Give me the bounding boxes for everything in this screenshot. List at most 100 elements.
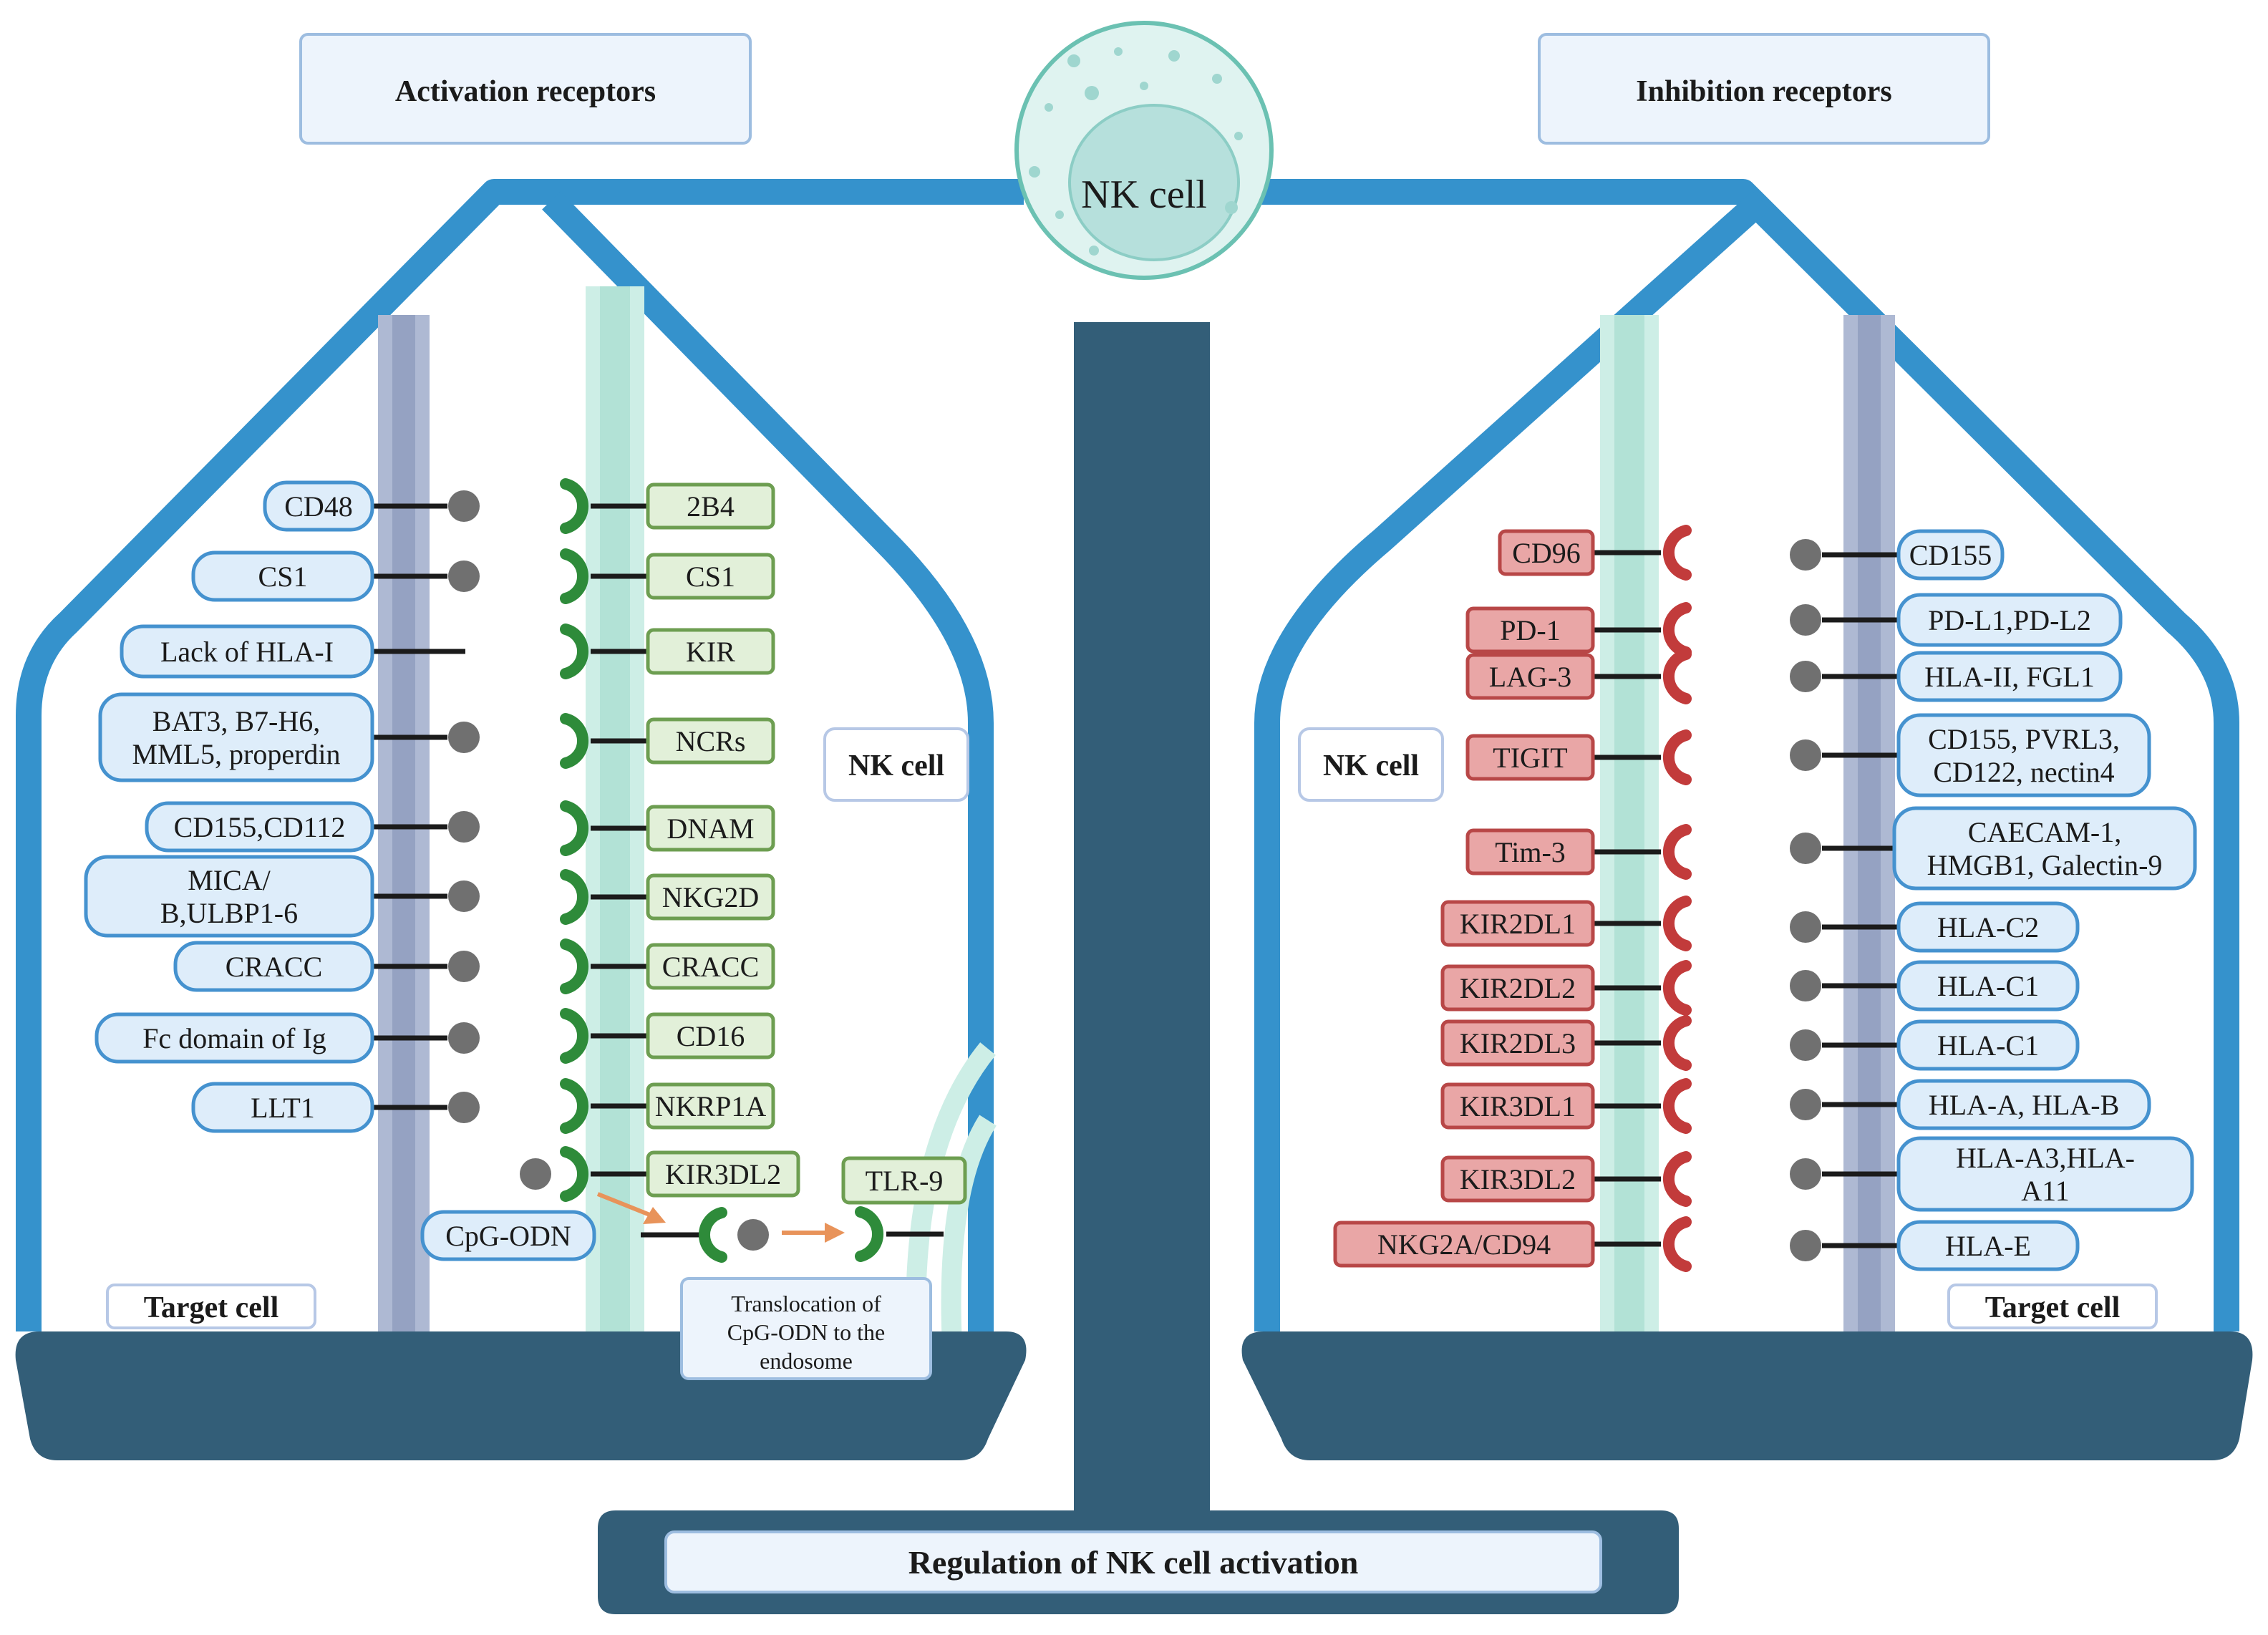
right-ligand-dot: [1790, 833, 1821, 864]
right-ligand-label: PD-L1,PD-L2: [1928, 604, 2091, 636]
right-receptor-box: [1333, 1221, 1595, 1268]
left-receptor-box: [646, 1012, 775, 1059]
right-ligand-label: HLA-C1: [1937, 970, 2039, 1002]
right-ligand-label: HLA-II, FGL1: [1924, 661, 2095, 693]
right-ligand-box: [1896, 593, 2123, 647]
left-ligand: CD48: [263, 480, 480, 532]
left-receptor-cup: [560, 1146, 589, 1202]
left-receptor-label: KIR3DL2: [665, 1158, 781, 1190]
right-receptor-cup: [1662, 729, 1692, 785]
left-receptor-box: [646, 553, 775, 600]
left-receptor: 2B4: [560, 478, 775, 534]
left-receptor: DNAM: [560, 800, 775, 856]
right-receptor-list: CD96PD-1LAG-3TIGITTim-3KIR2DL1KIR2DL2KIR…: [1333, 525, 1692, 1272]
right-receptor: KIR2DL2: [1440, 960, 1692, 1016]
nk-cell-nucleus: [1068, 104, 1240, 261]
translocation-note-line-3: endosome: [760, 1348, 853, 1374]
inhibition-header-box: [1538, 33, 1990, 145]
right-receptor-label: KIR2DL3: [1460, 1027, 1576, 1059]
right-ligand-box: [1896, 960, 2080, 1011]
activation-header-box: [299, 33, 752, 145]
left-ligand-box: [84, 855, 374, 938]
left-receptor-cup: [560, 478, 589, 534]
left-receptor-cup: [560, 548, 589, 604]
endosome-inner-arc: [941, 1115, 997, 1347]
nk-cell-granules: [1029, 47, 1243, 256]
regulation-label-box: [664, 1530, 1602, 1593]
left-nk-label-box: [823, 727, 969, 802]
right-ligand-dot: [1790, 739, 1821, 771]
left-receptor-label: CD16: [677, 1020, 745, 1052]
right-ligand-box: [1896, 1079, 2151, 1130]
right-ligand-dot: [1790, 911, 1821, 943]
left-receptor: KIR3DL2: [520, 1146, 800, 1202]
left-ligand: BAT3, B7-H6,MML5, properdin: [98, 692, 480, 782]
inhibition-header: Inhibition receptors: [1636, 75, 1891, 108]
right-ligand-box: [1892, 806, 2197, 891]
right-receptor-label: Tim-3: [1495, 836, 1566, 868]
left-receptor-cup: [560, 869, 589, 925]
right-ligand-dot: [1790, 539, 1821, 571]
right-receptor-cup: [1662, 960, 1692, 1016]
right-receptor-box: [1498, 529, 1595, 576]
balance-pillar: [1074, 322, 1210, 1510]
left-receptor-label: NCRs: [676, 725, 746, 757]
left-ligand-box: [120, 624, 374, 679]
right-ligand-dot: [1790, 1029, 1821, 1061]
cpg-odn-dot: [737, 1219, 769, 1251]
right-balance-frame: [1231, 179, 2239, 1331]
right-receptor-label: KIR2DL2: [1460, 972, 1576, 1004]
right-receptor: CD96: [1498, 525, 1692, 581]
left-receptor: KIR: [560, 624, 775, 679]
right-receptor-label: LAG-3: [1489, 661, 1572, 693]
left-receptor-label: CS1: [686, 561, 735, 593]
left-receptor-label: NKRP1A: [655, 1090, 767, 1122]
left-ligand-label-line-2: MML5, properdin: [132, 738, 340, 770]
right-ligand-label-line-1: HLA-A3,HLA-: [1956, 1142, 2135, 1174]
right-receptor: KIR3DL1: [1440, 1078, 1692, 1134]
left-receptor-box: [646, 482, 775, 530]
right-ligand-dot: [1790, 661, 1821, 692]
translocation-note-line-2: CpG-ODN to the: [727, 1319, 885, 1345]
right-ligand-box: [1896, 1220, 2080, 1271]
left-ligand-label: CD48: [284, 490, 353, 523]
left-receptor: CD16: [560, 1008, 775, 1064]
left-ligand-box: [191, 550, 374, 602]
left-ligand-box: [145, 801, 374, 853]
left-target-membrane-core: [392, 315, 415, 1331]
left-receptor-label: NKG2D: [662, 881, 760, 913]
cpg-odn-label: CpG-ODN: [445, 1220, 571, 1252]
right-nk-label: NK cell: [1323, 749, 1419, 782]
right-ligand-box: [1896, 1019, 2080, 1071]
left-receptor-box: [646, 717, 775, 765]
left-receptor: NKG2D: [560, 869, 775, 925]
left-receptor: NCRs: [560, 713, 775, 769]
right-receptor-box: [1465, 653, 1595, 700]
cpg-odn-receptor-cup: [698, 1207, 727, 1263]
left-ligand-box: [191, 1082, 374, 1133]
right-ligand-box: [1896, 529, 2005, 581]
nk-cell-center-label: NK cell: [1081, 173, 1207, 217]
right-ligand-box: [1896, 651, 2123, 702]
right-receptor: LAG-3: [1465, 649, 1692, 704]
left-receptor: NKRP1A: [560, 1078, 775, 1134]
right-ligand-box: [1896, 901, 2080, 953]
right-receptor-box: [1440, 964, 1595, 1011]
right-receptor-box: [1440, 1019, 1595, 1067]
right-ligand: HLA-E: [1790, 1220, 2080, 1271]
left-receptor-label: CRACC: [662, 951, 760, 983]
right-ligand: HLA-C2: [1790, 901, 2080, 953]
left-ligand-label: CS1: [258, 561, 308, 593]
right-receptor-label: KIR2DL1: [1460, 908, 1576, 940]
left-receptor-box: [646, 805, 775, 852]
left-receptor-label: KIR: [686, 636, 735, 668]
right-ligand-label-line-1: CD155, PVRL3,: [1928, 723, 2120, 755]
left-ligand-label: LLT1: [251, 1092, 315, 1124]
right-ligand-label-line-2: CD122, nectin4: [1933, 756, 2114, 788]
right-ligand-label-line-2: A11: [2021, 1175, 2069, 1207]
cpg-odn-box: [420, 1210, 596, 1261]
right-receptor: TIGIT: [1465, 729, 1692, 785]
right-receptor: KIR2DL3: [1440, 1015, 1692, 1071]
